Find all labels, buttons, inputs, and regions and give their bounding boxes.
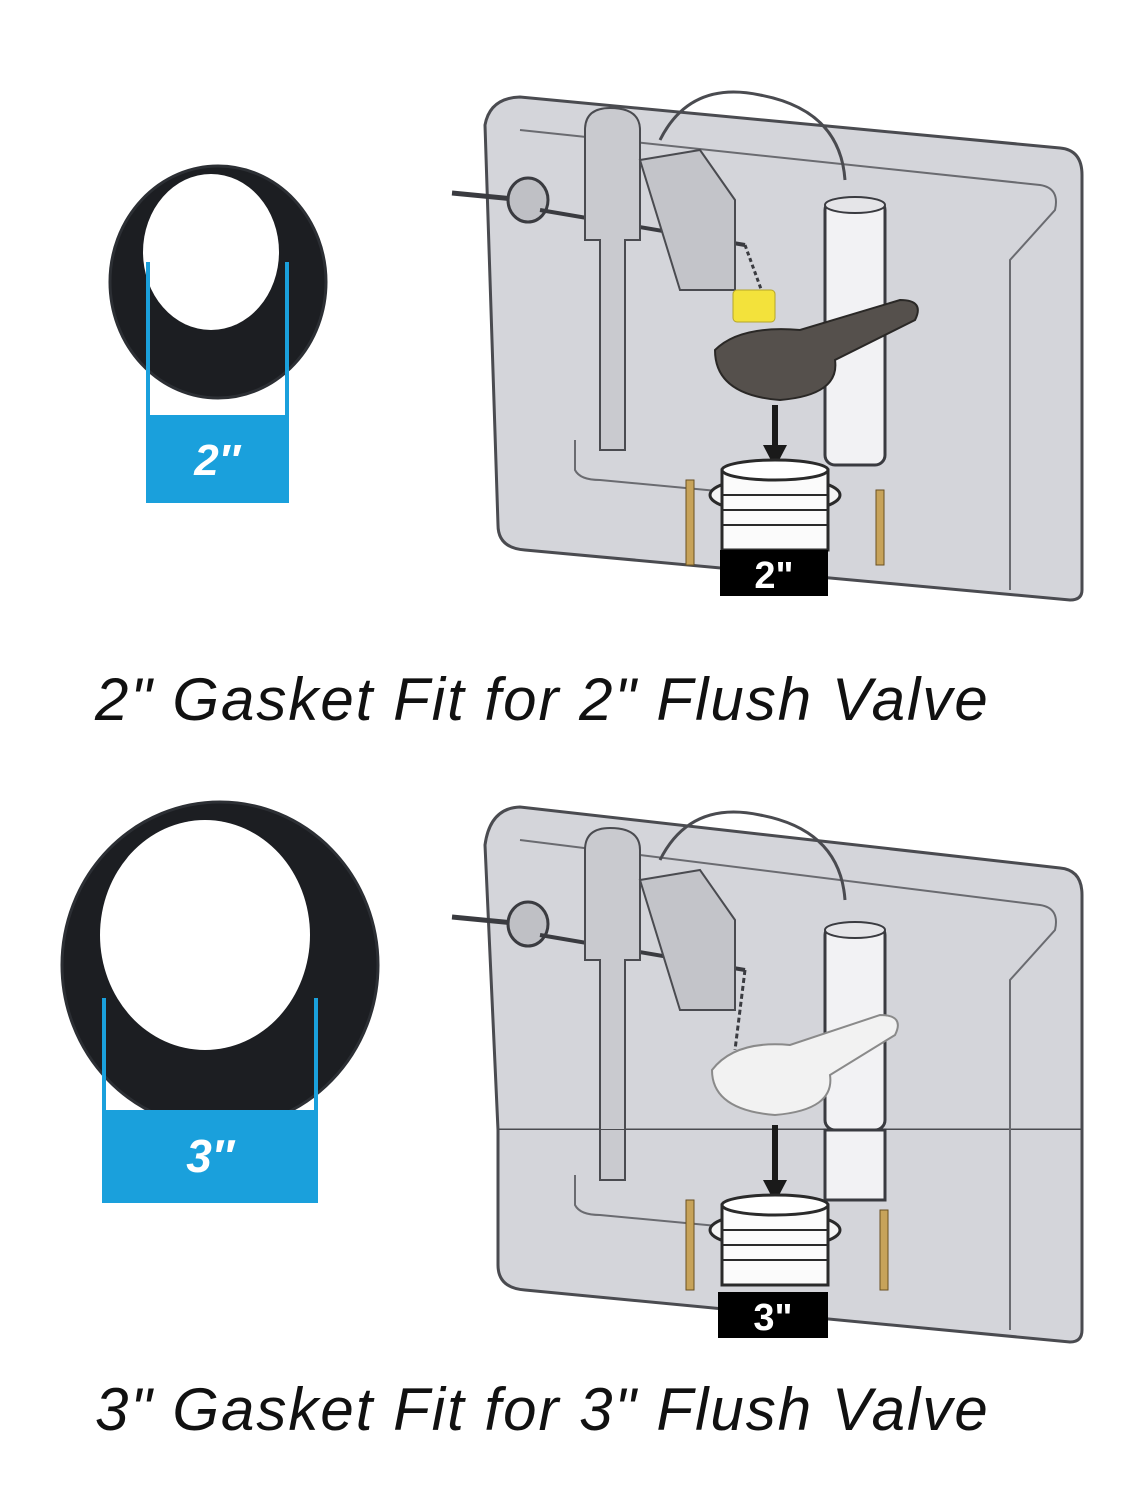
panel-3-inch: 3" Gasket Fit for 3" Flush Valve [0,760,1125,1500]
valve-size-badge-3-inch [718,1292,828,1338]
measurement-bracket-2-inch: 2″ [146,262,289,503]
illustration-2-inch: 2″ [108,90,1084,602]
toilet-tank-3-inch [451,805,1084,1130]
toilet-tank-2-inch: 2" [451,90,1084,602]
bolt-icon [685,1199,695,1291]
valve-size-label: 2" [754,555,793,597]
caption-2-inch: 2" Gasket Fit for 2" Flush Valve [95,666,990,733]
bolt-icon [875,489,885,566]
illustration-3-inch-lower: 3″ 3" [102,1110,1084,1344]
gasket-ring-2-inch [108,164,328,400]
flapper-dark [713,298,919,402]
bolt-icon [685,479,695,566]
illustration-3-inch [60,800,1084,1130]
yellow-float-icon [732,289,776,323]
down-arrow-icon [763,445,787,468]
valve-size-badge-2-inch [720,550,828,596]
panel-2-inch: 2″ [95,90,1084,733]
flapper-white [710,1013,899,1117]
size-badge-2-inch [146,415,289,503]
gasket-size-label: 3″ [186,1130,236,1182]
bolt-icon [879,1209,889,1291]
caption-3-inch: 3" Gasket Fit for 3" Flush Valve [95,1376,990,1443]
gasket-ring-3-inch [60,800,380,1130]
size-badge-3-inch [102,1110,318,1203]
measurement-bracket-3-inch [102,998,318,1110]
down-arrow-icon [763,1180,787,1203]
valve-size-label: 3" [753,1297,792,1339]
gasket-size-label: 2″ [193,436,241,485]
